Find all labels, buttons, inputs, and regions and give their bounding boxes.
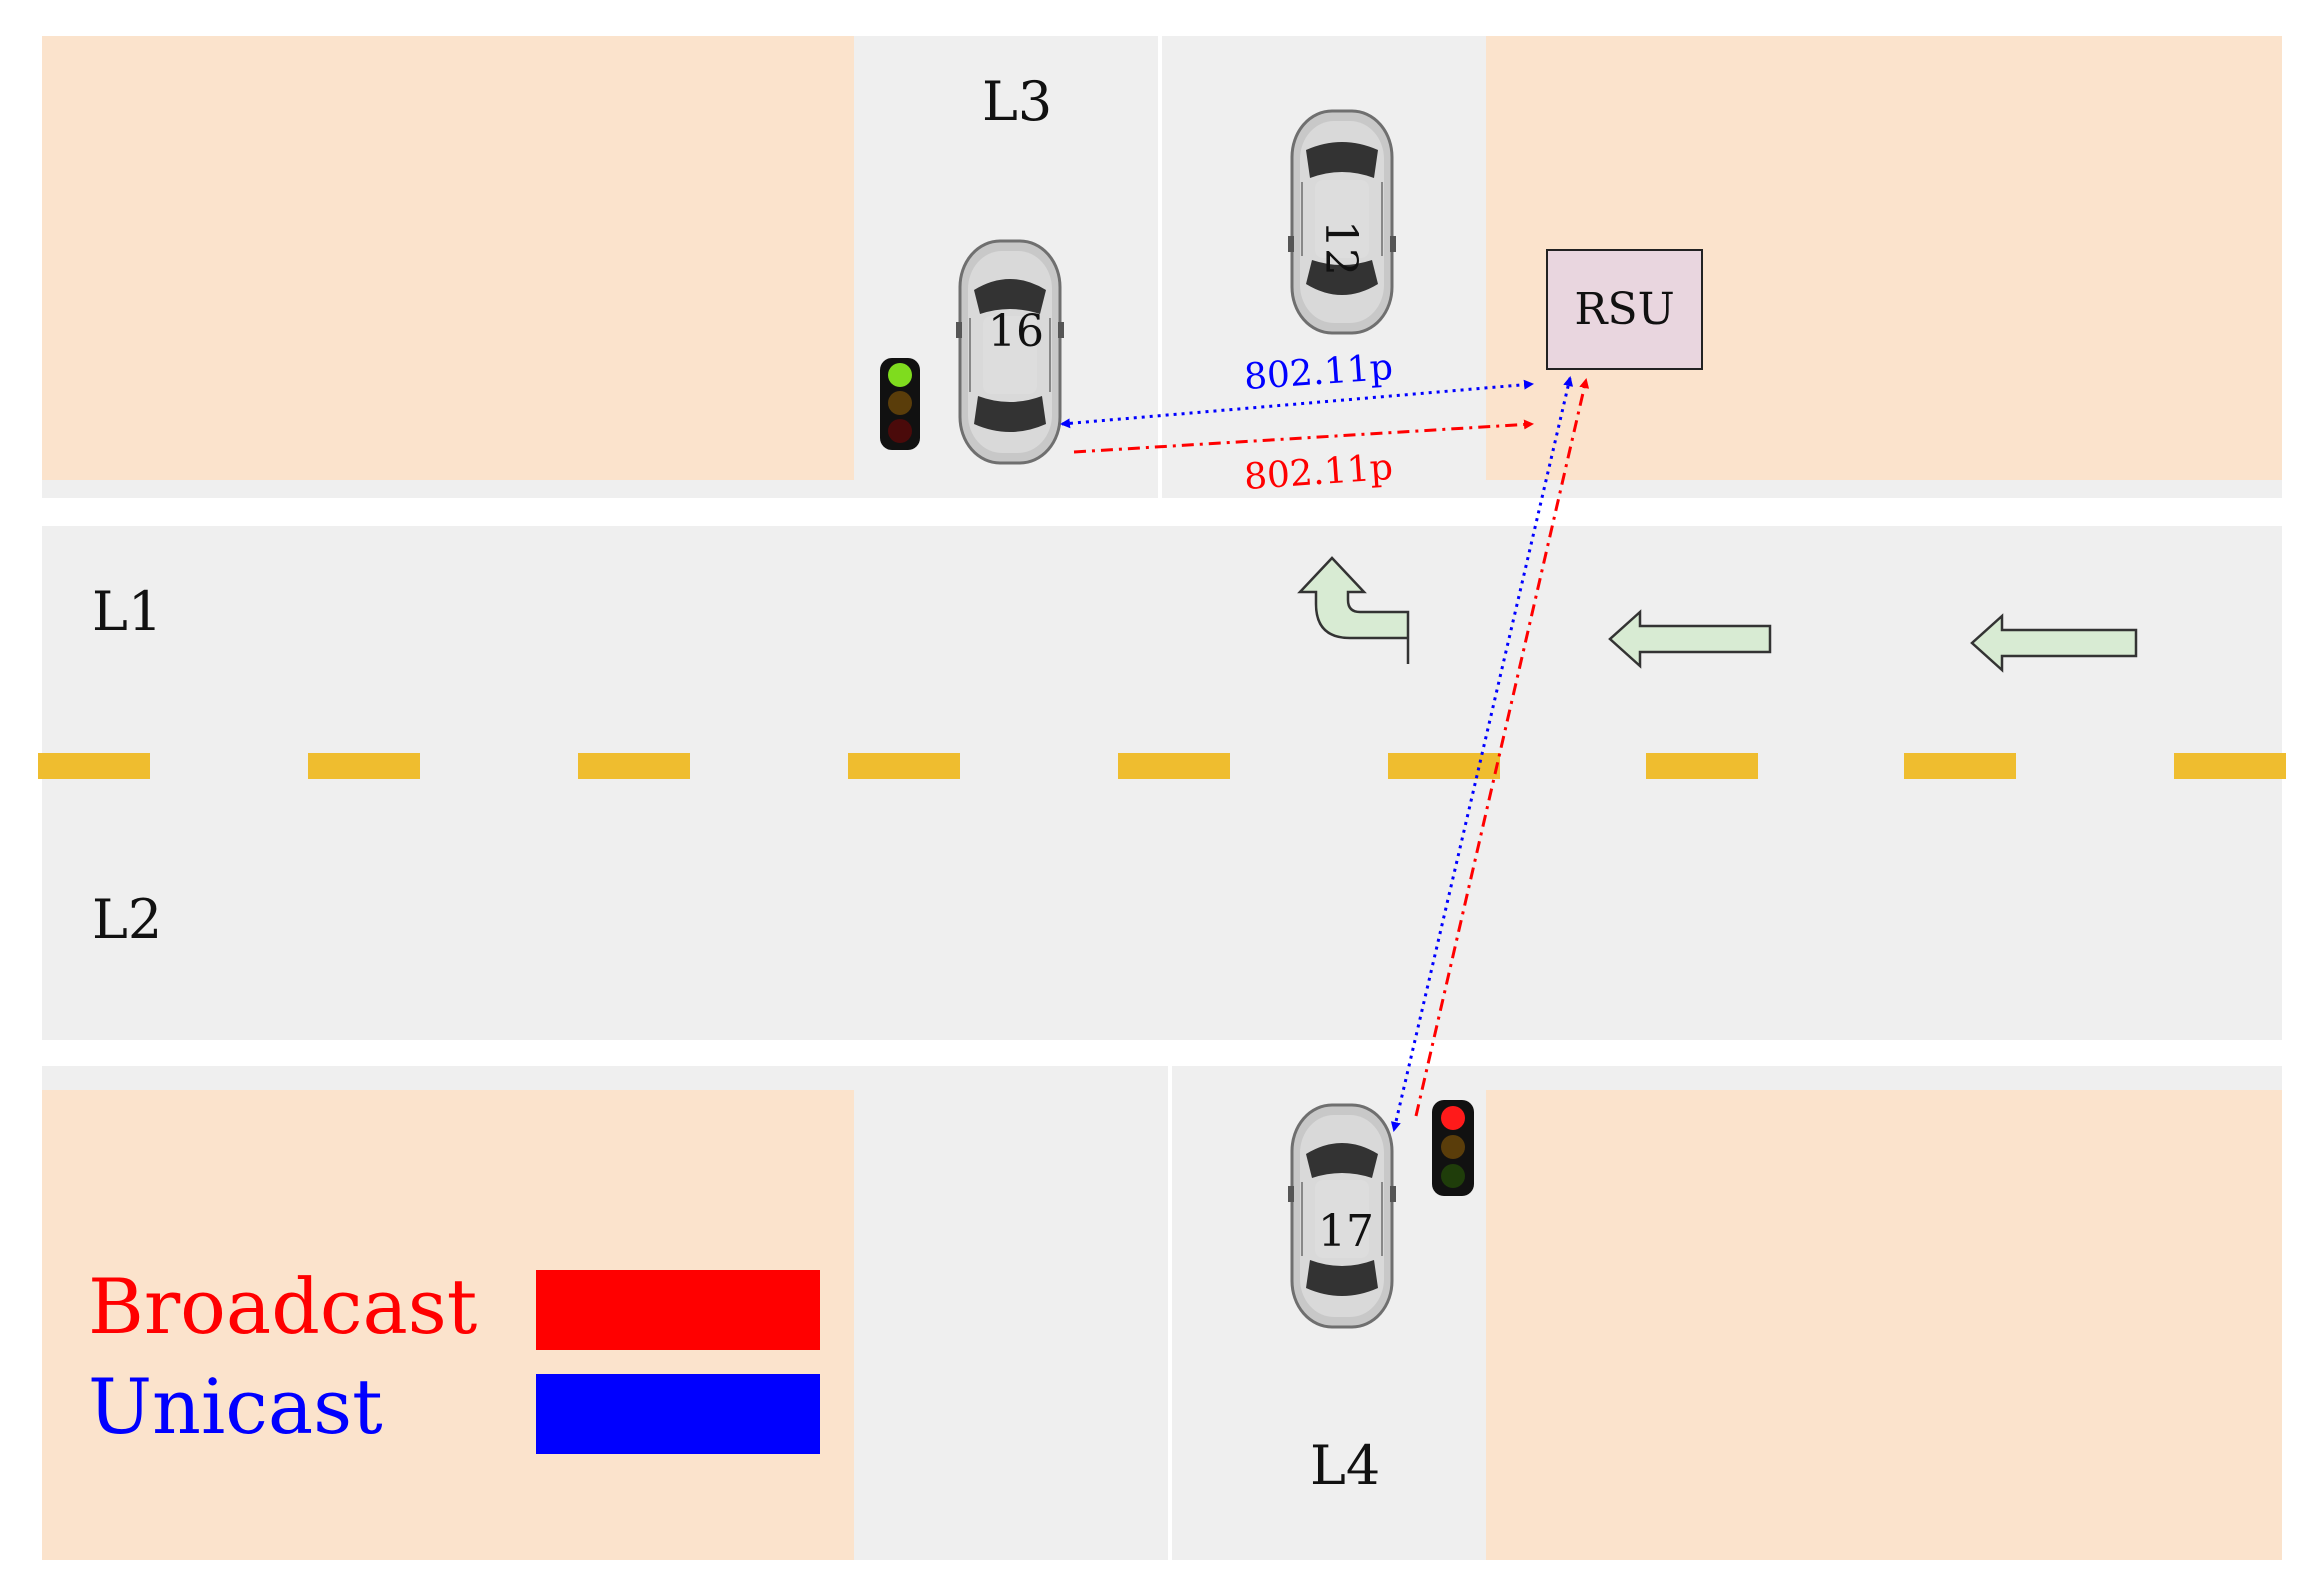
car-12-number: 12 xyxy=(1315,220,1366,276)
lane-label-l2: L2 xyxy=(92,888,163,951)
legend-unicast-swatch xyxy=(536,1374,820,1454)
lane-divider-l3 xyxy=(1158,36,1162,498)
left-arrow-icon xyxy=(1970,613,2138,673)
traffic-light-icon xyxy=(1432,1100,1474,1196)
unicast-link xyxy=(1390,376,1574,1132)
broadcast-link xyxy=(1414,378,1590,1117)
left-arrow-icon xyxy=(1608,609,1772,669)
lane-label-l1: L1 xyxy=(92,580,163,643)
car-16-number: 16 xyxy=(988,306,1044,357)
block-bottom-right xyxy=(1486,1090,2282,1560)
legend-broadcast-swatch xyxy=(536,1270,820,1350)
car-17-number: 17 xyxy=(1318,1206,1374,1257)
traffic-light-icon xyxy=(880,358,920,450)
separator-bottom xyxy=(42,1040,2282,1066)
rsu-label: RSU xyxy=(1574,284,1675,335)
turn-left-arrow-icon xyxy=(1297,556,1410,664)
legend-unicast-label: Unicast xyxy=(88,1362,383,1451)
rsu-box: RSU xyxy=(1546,249,1703,370)
lane-divider-l4 xyxy=(1168,1066,1172,1560)
lane-label-l4: L4 xyxy=(1310,1434,1381,1497)
block-top-left xyxy=(42,36,854,480)
separator-top xyxy=(42,498,2282,526)
center-line xyxy=(38,753,2286,779)
legend-broadcast-label: Broadcast xyxy=(88,1262,478,1351)
lane-label-l3: L3 xyxy=(982,70,1053,133)
